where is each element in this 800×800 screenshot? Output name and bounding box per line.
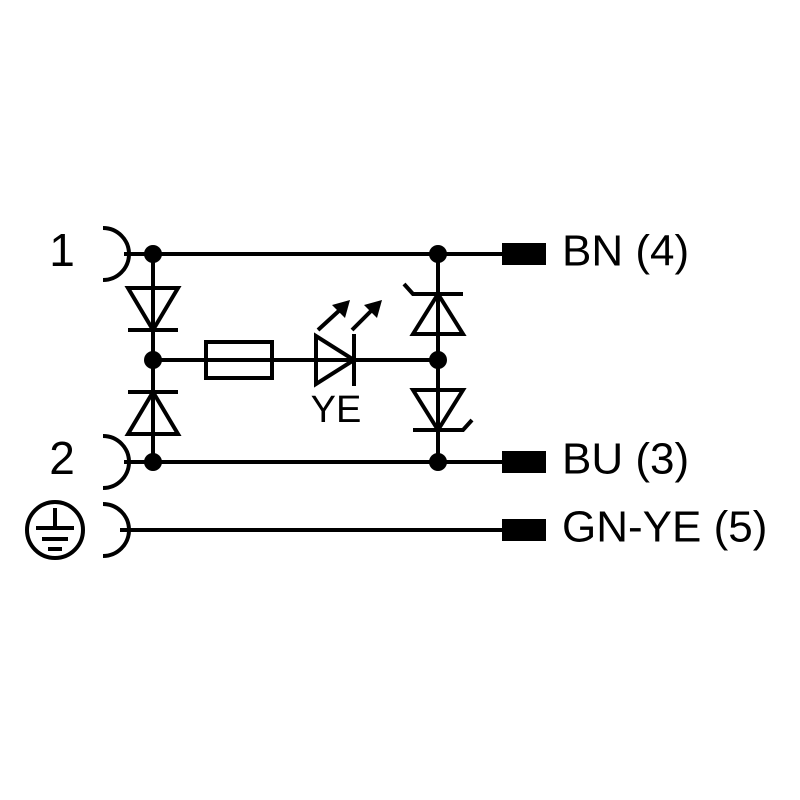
led-arrow-1-shaft	[316, 306, 344, 332]
junction-dots-group	[144, 245, 447, 471]
junction-dot-mid-left	[144, 351, 162, 369]
resistor-body	[204, 340, 274, 380]
wire-label-bn: BN (4)	[562, 227, 689, 276]
terminal-cap-bn	[502, 243, 546, 265]
led-triangle	[314, 332, 358, 388]
pin-2-connector-arc	[102, 434, 131, 490]
wire-label-bu: BU (3)	[562, 435, 689, 484]
junction-dot-mid-right	[429, 351, 447, 369]
zener-top-right-symbol	[402, 282, 467, 336]
pin-2-label: 2	[49, 432, 75, 484]
led-emission-arrows	[316, 300, 382, 332]
led-arrow-2-head	[364, 300, 382, 318]
led-arrow-1-head	[332, 300, 350, 318]
diode-top-left-symbol	[124, 286, 182, 334]
led-arrow-2-shaft	[350, 306, 376, 332]
diode-top-left-triangle	[124, 286, 182, 334]
connector-arcs-group	[102, 226, 131, 558]
resistor-symbol	[204, 340, 274, 380]
junction-dot-top-left	[144, 245, 162, 263]
junction-dot-bottom-right	[429, 453, 447, 471]
zener-bottom-right-cathode-bar	[413, 418, 474, 432]
pin-pe-connector-arc	[102, 502, 131, 558]
junction-dot-bottom-left	[144, 453, 162, 471]
led-color-label: YE	[311, 389, 362, 431]
led-symbol	[314, 300, 382, 388]
protective-earth-circle	[25, 500, 85, 560]
terminal-cap-gnye	[502, 519, 546, 541]
zener-bottom-right-triangle	[409, 388, 467, 434]
wire-label-gnye: GN-YE (5)	[562, 503, 767, 552]
protective-earth-icon	[25, 500, 85, 560]
zener-top-right-cathode-bar	[402, 282, 463, 296]
pin-1-label: 1	[49, 224, 75, 276]
zener-top-right-triangle	[409, 290, 467, 336]
diode-bottom-left-triangle	[124, 388, 182, 436]
terminal-cap-bu	[502, 451, 546, 473]
diode-bottom-left-symbol	[124, 388, 182, 436]
zener-bottom-right-symbol	[409, 388, 474, 434]
pin-1-connector-arc	[102, 226, 131, 282]
junction-dot-top-right	[429, 245, 447, 263]
terminal-caps-group	[502, 243, 546, 541]
